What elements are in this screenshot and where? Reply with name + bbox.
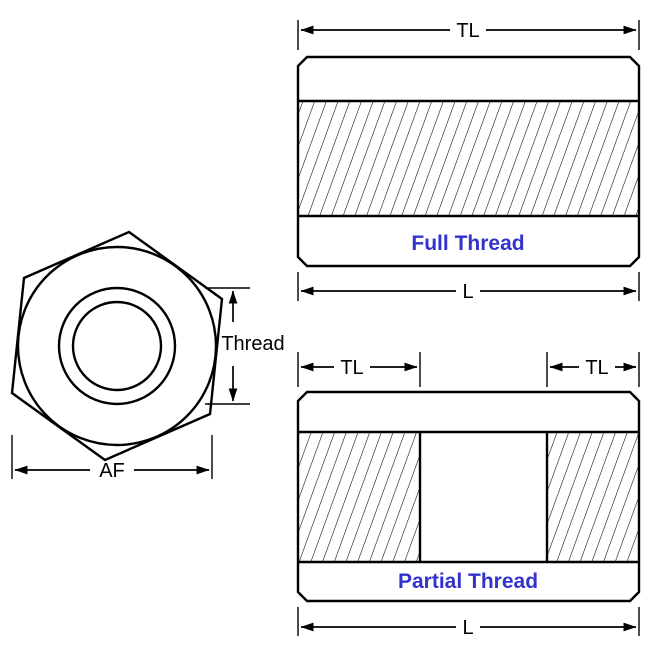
tl-right-dimension: TL [546, 352, 640, 387]
l-dimension: L [297, 607, 640, 639]
tl-dimension: TL [297, 20, 640, 50]
l-label: L [462, 617, 473, 639]
full-thread-caption: Full Thread [411, 232, 524, 255]
tl-label: TL [456, 20, 479, 42]
body-outline [296, 390, 641, 603]
thread-major-circle [57, 286, 177, 406]
thread-hatch-right [548, 433, 638, 561]
hex-flats-circle [16, 245, 218, 447]
thread-dimension: Thread [205, 287, 285, 405]
thread-label: Thread [221, 333, 284, 355]
thread-hatch-left [299, 433, 419, 561]
hex-outline [10, 230, 224, 462]
af-dimension: AF [11, 435, 213, 482]
thread-minor-circle [71, 300, 163, 392]
partial-thread-caption: Partial Thread [398, 570, 538, 593]
l-label: L [462, 281, 473, 303]
l-dimension: L [297, 272, 640, 303]
tl-left-dimension: TL [297, 352, 421, 387]
hex-front-view: Thread AF [10, 230, 285, 482]
body-outline [296, 55, 641, 268]
tl-left-label: TL [340, 357, 363, 379]
full-thread-view: TL Full Thread L [296, 20, 641, 303]
tl-right-label: TL [585, 357, 608, 379]
af-label: AF [99, 460, 125, 482]
partial-thread-view: TL TL Partial Thread L [296, 352, 641, 639]
thread-hatch [299, 102, 638, 215]
